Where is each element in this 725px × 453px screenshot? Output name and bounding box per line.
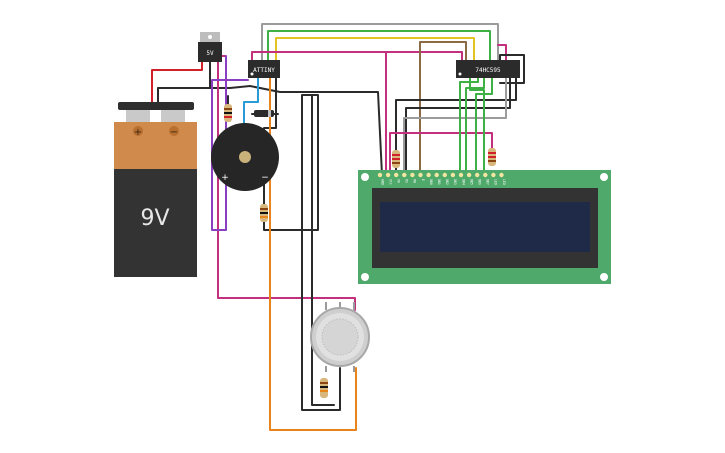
lcd-pin[interactable] [377, 172, 383, 178]
wire-black-595c[interactable] [499, 54, 525, 84]
piezo-buzzer[interactable]: + − [211, 123, 279, 191]
lcd-pin-label: DB4 [461, 179, 465, 185]
lcd-pin-label: DB1 [437, 179, 441, 185]
wire-green-lcd-4[interactable] [469, 77, 485, 176]
lcd-pin-label: DB0 [429, 179, 433, 185]
lcd-pin[interactable] [394, 172, 399, 178]
attiny-chip[interactable]: ATTINY [248, 60, 280, 78]
wire-gray-lcd[interactable] [403, 77, 507, 176]
lcd-pin-label: RW [413, 179, 417, 183]
wire-green-top[interactable] [267, 30, 491, 63]
resistor-sensor[interactable] [320, 378, 328, 398]
resistor-lcd-right[interactable] [488, 148, 496, 166]
wire-black-595a[interactable] [395, 77, 517, 176]
resistor-buzzer[interactable] [260, 204, 268, 222]
lcd-module[interactable]: GND VCC V0 RS RW E DB0 DB1 DB2 DB3 DB4 DB5 DB6 DB7 LED… [358, 170, 611, 284]
lcd-pin-label: DB2 [445, 179, 449, 185]
wire-magenta-top[interactable] [251, 51, 387, 176]
battery-voltage-label: 9V [140, 206, 169, 231]
battery-minus-label: − [170, 127, 178, 138]
lcd-pin[interactable] [442, 172, 447, 178]
resistor-lcd-left[interactable] [392, 150, 400, 168]
lcd-pin[interactable] [483, 172, 488, 178]
battery-plus-label: + [134, 127, 142, 138]
lcd-pin[interactable] [402, 172, 407, 178]
lcd-pin[interactable] [385, 172, 391, 178]
lcd-pin[interactable] [466, 172, 472, 178]
gas-sensor[interactable] [310, 302, 370, 372]
lcd-pin-label: VCC [388, 179, 392, 185]
lcd-pin-header: GND VCC V0 RS RW E DB0 DB1 DB2 DB3 DB4 DB5 DB6 DB7 LED… [377, 172, 506, 185]
resistor-attiny[interactable] [224, 104, 232, 122]
shift-register-chip[interactable]: 74HC595 [456, 60, 520, 78]
lcd-pin[interactable] [499, 172, 504, 178]
attiny-label: ATTINY [253, 67, 275, 74]
lcd-pin[interactable] [475, 172, 480, 178]
lcd-pin[interactable] [458, 172, 464, 178]
wire-black-595b[interactable] [405, 77, 511, 176]
lcd-pin[interactable] [491, 172, 496, 178]
lcd-pin-label: DB5 [469, 179, 473, 185]
lcd-screen [380, 202, 590, 252]
wire-blue[interactable] [243, 77, 259, 129]
lcd-pin[interactable] [410, 172, 415, 178]
wire-magenta-595b[interactable] [497, 44, 507, 63]
wire-magenta-595[interactable] [385, 51, 463, 63]
voltage-regulator[interactable]: 5V [198, 32, 222, 62]
wire-magenta-lcd[interactable] [389, 132, 493, 176]
battery-9v[interactable]: + − 9V [114, 102, 197, 277]
lcd-pin-label: E [421, 179, 425, 181]
lcd-pin-label: GND [380, 179, 384, 185]
lcd-pin[interactable] [418, 172, 423, 178]
wire-black-sensor[interactable] [311, 94, 335, 406]
wire-red[interactable] [151, 54, 203, 104]
wire-orange[interactable] [269, 77, 357, 431]
lcd-pin-label: DB6 [478, 179, 482, 185]
regulator-label: 5V [206, 50, 214, 57]
lcd-pin[interactable] [450, 172, 456, 178]
buzzer-minus-label: − [261, 173, 269, 183]
lcd-pin-label: LED [494, 179, 498, 185]
lcd-pin-label: V0 [397, 179, 401, 183]
buzzer-plus-label: + [221, 173, 229, 183]
wire-yellow-top[interactable] [275, 37, 475, 63]
wire-green-lcd-2[interactable] [465, 77, 485, 176]
lcd-pin-label: DB7 [486, 179, 490, 185]
lcd-pin-label: LED [502, 179, 506, 185]
wire-gray-top[interactable] [261, 23, 499, 63]
lcd-pin[interactable] [434, 172, 439, 178]
lcd-pin[interactable] [426, 172, 431, 178]
shift-register-label: 74HC595 [475, 67, 501, 74]
diode[interactable] [254, 110, 274, 117]
lcd-pin-label: RS [405, 179, 409, 183]
lcd-pin-label: DB3 [453, 179, 457, 185]
